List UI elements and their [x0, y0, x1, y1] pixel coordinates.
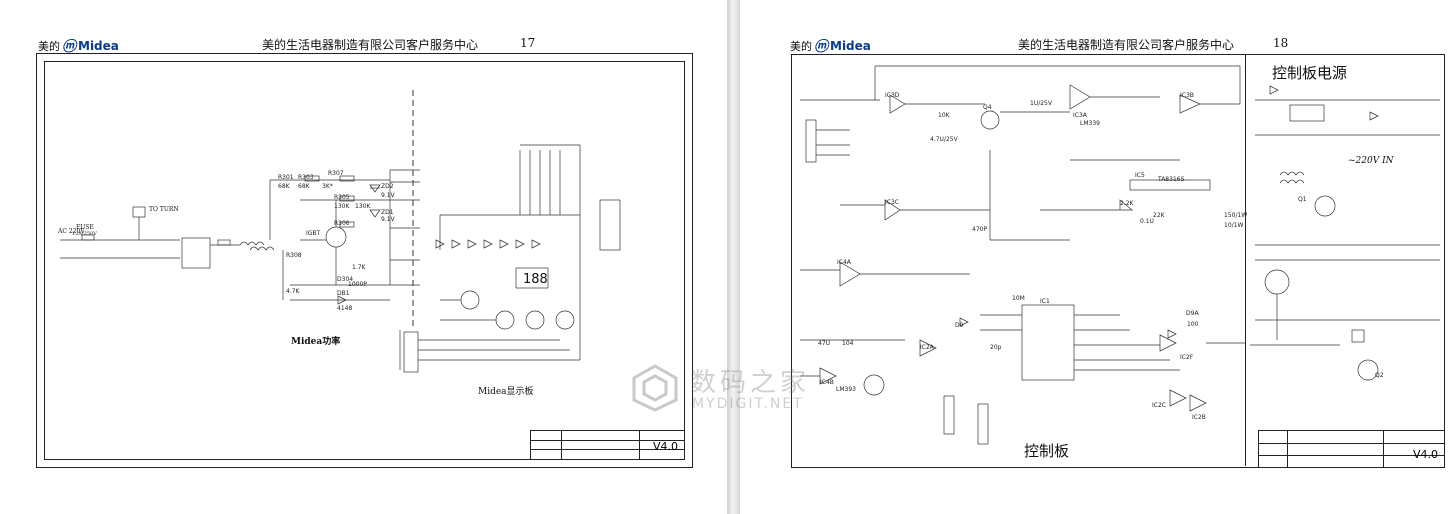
- power-section-title: 控制板电源: [1272, 64, 1348, 82]
- midea-logo-icon: ⓜ: [814, 39, 828, 55]
- component-value: 22K: [1153, 212, 1165, 219]
- brand-logo: 美的 ⓜ Midea: [790, 36, 871, 56]
- component-label: Q4: [983, 104, 992, 111]
- brand-cn-text: 美的: [790, 40, 812, 53]
- component-value: 1000P: [348, 281, 367, 288]
- component-value: LM393: [836, 386, 856, 393]
- component-value: 68K: [298, 183, 310, 190]
- component-value: 68K: [278, 183, 290, 190]
- component-label: IC2A: [920, 344, 934, 351]
- to-turn-label: TO TURN: [149, 206, 179, 213]
- schematic-page-17: 美的 ⓜ Midea 美的生活电器制造有限公司客户服务中心 17: [0, 0, 727, 514]
- component-label: IC4A: [837, 259, 851, 266]
- ac-voltage-label: ~220V IN: [1348, 156, 1394, 166]
- component-label: R308: [286, 252, 302, 259]
- component-value: 3K*: [322, 183, 333, 190]
- brand-en-text: Midea: [78, 39, 119, 53]
- page-number: 18: [1273, 36, 1289, 50]
- component-label: D9A: [1186, 310, 1199, 317]
- component-label: IC3B: [1180, 92, 1194, 99]
- midea-logo-icon: ⓜ: [62, 39, 76, 55]
- component-label: IC5: [1135, 172, 1145, 179]
- component-value: 47U: [818, 340, 831, 347]
- component-value: 20p: [990, 344, 1002, 351]
- component-value: 104: [842, 340, 854, 347]
- control-board-schematic: [800, 65, 1440, 445]
- ac-input-label: AC 220V: [58, 228, 85, 235]
- fuse-rating: 12A/250V: [72, 231, 97, 237]
- component-label: IC3C: [885, 199, 899, 206]
- component-value: 2.2K: [1120, 200, 1134, 207]
- revision-label: V4.0: [652, 440, 678, 453]
- component-label: IC3D: [885, 92, 900, 99]
- component-value: 10/1W: [1224, 222, 1244, 229]
- brand-en-text: Midea: [830, 39, 871, 53]
- control-board-title: 控制板: [1024, 442, 1070, 460]
- component-label: R306: [334, 220, 350, 227]
- drawing-frame: [36, 53, 693, 468]
- component-label: DB1: [337, 290, 350, 297]
- fuse-label: FUSE: [76, 224, 94, 231]
- component-label: R307: [328, 170, 344, 177]
- component-label: Q1: [1298, 196, 1307, 203]
- component-value: LM339: [1080, 120, 1100, 127]
- component-value: 1.7K: [352, 264, 366, 271]
- revision-label: V4.0: [1412, 448, 1438, 461]
- component-label: IGBT: [306, 230, 321, 237]
- component-label: D304: [337, 276, 354, 283]
- component-value: 4.7K: [286, 288, 300, 295]
- component-value: 9.1V: [381, 192, 395, 199]
- power-board-label: Midea功率: [291, 337, 341, 347]
- component-label: ZD2: [381, 183, 394, 190]
- component-label: IC1: [1040, 298, 1050, 305]
- page-gutter: [727, 0, 740, 514]
- component-value: TA8316S: [1158, 176, 1185, 183]
- page-title: 美的生活电器制造有限公司客户服务中心: [262, 38, 479, 52]
- component-label: ZD1: [381, 209, 394, 216]
- component-value: 130K: [355, 203, 371, 210]
- power-section-frame: [1245, 54, 1444, 466]
- component-value: 9.1V: [381, 216, 395, 223]
- component-label: R303: [298, 174, 314, 181]
- brand-logo: 美的 ⓜ Midea: [38, 36, 119, 56]
- component-value: 100: [1187, 321, 1199, 328]
- display-board-label: Midea显示板: [478, 387, 534, 397]
- component-value: 130K: [334, 203, 350, 210]
- title-block: V4.0: [1258, 430, 1445, 468]
- page-title: 美的生活电器制造有限公司客户服务中心: [1018, 38, 1235, 52]
- component-label: IC2B: [1192, 414, 1206, 421]
- brand-cn-text: 美的: [38, 40, 60, 53]
- component-label: D9: [955, 322, 964, 329]
- component-value: 0.1U: [1140, 218, 1154, 225]
- component-label: IC3A: [1073, 112, 1087, 119]
- component-label: Q2: [1375, 372, 1384, 379]
- component-value: 10K: [938, 112, 950, 119]
- drawing-inner-frame: [44, 61, 685, 460]
- component-label: IC4B: [820, 379, 834, 386]
- drawing-frame: [791, 54, 1445, 468]
- page-number: 17: [520, 36, 536, 50]
- component-value: 470P: [972, 226, 988, 233]
- component-label: R305: [334, 194, 350, 201]
- seven-seg-display: 188: [523, 272, 548, 287]
- power-board-schematic: 188: [60, 90, 621, 373]
- title-block: V4.0: [530, 430, 685, 460]
- component-value: 4148: [337, 305, 353, 312]
- component-label: IC2C: [1152, 402, 1166, 409]
- component-value: 150/1W: [1224, 212, 1248, 219]
- component-value: 4.7U/25V: [930, 136, 958, 143]
- component-value: 10M: [1012, 295, 1025, 302]
- component-label: IC2F: [1180, 354, 1194, 361]
- schematic-page-18: 美的 ⓜ Midea 美的生活电器制造有限公司客户服务中心 18: [740, 0, 1456, 514]
- component-label: R301: [278, 174, 294, 181]
- component-value: 1U/25V: [1030, 100, 1052, 107]
